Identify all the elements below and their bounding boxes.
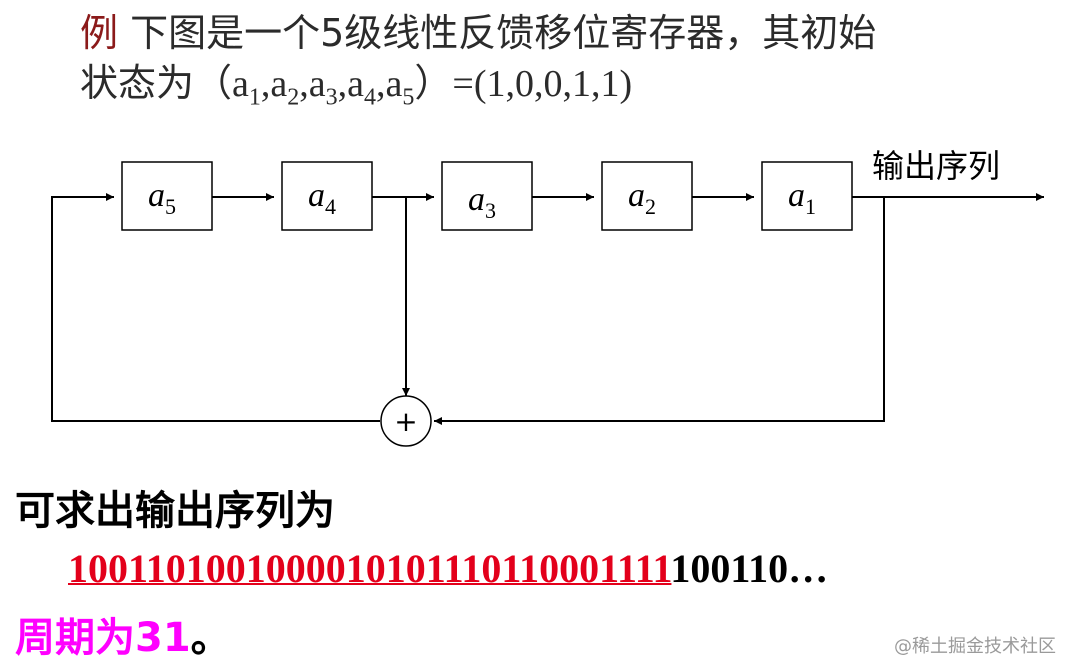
state-var-separator: , — [260, 63, 271, 105]
sequence-tail: 100110… — [671, 546, 829, 591]
state-var-separator: , — [376, 63, 386, 105]
sequence-period-part: 1001101001000010101110110001111 — [68, 546, 672, 591]
register-a1: a1 — [761, 161, 853, 231]
register-a5-base: a — [148, 177, 165, 214]
svg-text:a1: a1 — [788, 177, 816, 219]
output-sequence-label: 输出序列 — [872, 147, 1000, 185]
state-var-4-base: a — [347, 63, 365, 105]
register-a4-sub: 4 — [325, 194, 336, 219]
register-a5: a5 — [121, 161, 213, 231]
state-var-separator: , — [299, 63, 309, 105]
period-label: 周期为31 — [15, 615, 191, 661]
state-var-separator: , — [337, 63, 348, 105]
register-a1-sub: 1 — [805, 194, 816, 219]
state-var-3-base: a — [308, 63, 326, 105]
register-a2: a2 — [601, 161, 693, 231]
state-var-1-base: a — [232, 63, 249, 105]
xor-symbol: + — [394, 405, 417, 438]
svg-text:a3: a3 — [468, 181, 496, 223]
result-heading: 可求出输出序列为 — [15, 488, 335, 534]
period-statement: 周期为31。 — [15, 605, 231, 663]
svg-text:a4: a4 — [308, 177, 336, 219]
register-a3: a3 — [441, 161, 533, 231]
state-var-4-sub: 4 — [364, 84, 377, 111]
svg-text:a2: a2 — [628, 177, 656, 219]
register-a2-base: a — [628, 177, 645, 214]
initial-state-values: ）=(1,0,0,1,1) — [414, 63, 633, 105]
initial-state-variables: a1,a2,a3,a4,a5 — [232, 63, 414, 110]
state-var-5-base: a — [385, 63, 403, 105]
register-a3-base: a — [468, 181, 485, 218]
intro-line-1-text: 下图是一个5级线性反馈移位寄存器，其初始 — [118, 11, 877, 55]
register-a4-base: a — [308, 177, 325, 214]
feedback-left-line — [51, 193, 380, 422]
state-var-5-sub: 5 — [402, 84, 415, 111]
register-a4: a4 — [281, 161, 373, 231]
example-label: 例 — [80, 11, 119, 55]
output-sequence: 1001101001000010101110110001111100110… — [68, 545, 828, 592]
tap-a1-line — [434, 197, 885, 425]
register-a1-base: a — [788, 177, 805, 214]
intro-line-1: 例 下图是一个5级线性反馈移位寄存器，其初始 — [80, 8, 1055, 58]
intro-line-2: 状态为（a1,a2,a3,a4,a5）=(1,0,0,1,1) — [80, 58, 1055, 110]
svg-text:a5: a5 — [148, 177, 176, 219]
xor-adder: + — [380, 395, 432, 447]
watermark: @稀土掘金技术社区 — [894, 636, 1056, 657]
state-var-1-sub: 1 — [248, 84, 261, 111]
state-var-3-sub: 3 — [325, 84, 338, 111]
register-a3-sub: 3 — [485, 198, 496, 223]
problem-statement: 例 下图是一个5级线性反馈移位寄存器，其初始 状态为（a1,a2,a3,a4,a… — [80, 8, 1055, 110]
period-end: 。 — [190, 615, 231, 661]
intro-line-2-prefix: 状态为（ — [80, 61, 233, 105]
state-var-2-sub: 2 — [287, 84, 300, 111]
register-a2-sub: 2 — [645, 194, 656, 219]
register-a5-sub: 5 — [165, 194, 176, 219]
state-var-2-base: a — [270, 63, 288, 105]
lfsr-diagram: a5 a4 a3 a2 a1 + 输出序列 — [51, 147, 1044, 447]
